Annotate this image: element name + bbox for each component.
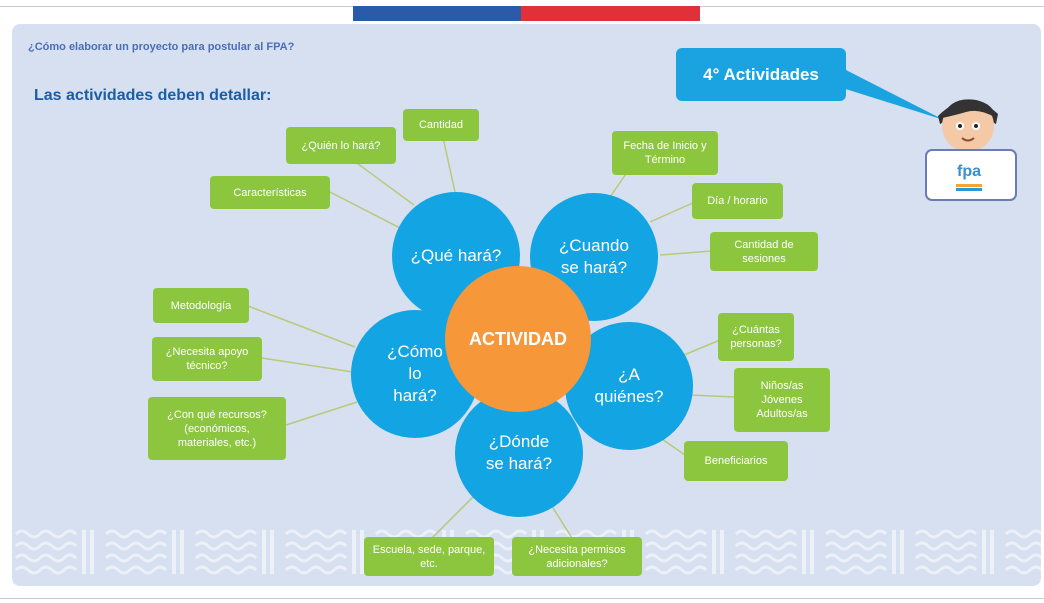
section-callout: 4° Actividades — [676, 48, 846, 101]
bottom-divider — [0, 598, 1044, 599]
presenter-avatar-icon: fpa — [925, 99, 1017, 201]
flag-red-stripe — [521, 6, 700, 21]
fpa-logo-text: fpa — [957, 163, 981, 180]
box-ninos-jovenes-adultos: Niños/as Jóvenes Adultos/as — [734, 368, 830, 432]
box-cuantas-personas: ¿Cuántas personas? — [718, 313, 794, 361]
box-escuela-sede-parque: Escuela, sede, parque, etc. — [364, 537, 494, 576]
box-fecha-inicio-termino: Fecha de Inicio y Término — [612, 131, 718, 175]
box-necesita-apoyo-tecnico: ¿Necesita apoyo técnico? — [152, 337, 262, 381]
section-subtitle: Las actividades deben detallar: — [34, 87, 272, 104]
box-quien-lo-hara: ¿Quién lo hará? — [286, 127, 396, 164]
box-necesita-permisos: ¿Necesita permisos adicionales? — [512, 537, 642, 576]
box-metodologia: Metodología — [153, 288, 249, 323]
box-beneficiarios: Beneficiarios — [684, 441, 788, 481]
fpa-logo-icon: fpa — [957, 163, 981, 180]
box-caracteristicas: Características — [210, 176, 330, 209]
box-con-que-recursos: ¿Con qué recursos? (económicos, material… — [148, 397, 286, 460]
center-actividad: ACTIVIDAD — [445, 266, 591, 412]
box-dia-horario: Día / horario — [692, 183, 783, 219]
page-header: ¿Cómo elaborar un proyecto para postular… — [28, 41, 295, 53]
box-cantidad: Cantidad — [403, 109, 479, 141]
box-cantidad-sesiones: Cantidad de sesiones — [710, 232, 818, 271]
flag-blue-stripe — [353, 6, 521, 21]
